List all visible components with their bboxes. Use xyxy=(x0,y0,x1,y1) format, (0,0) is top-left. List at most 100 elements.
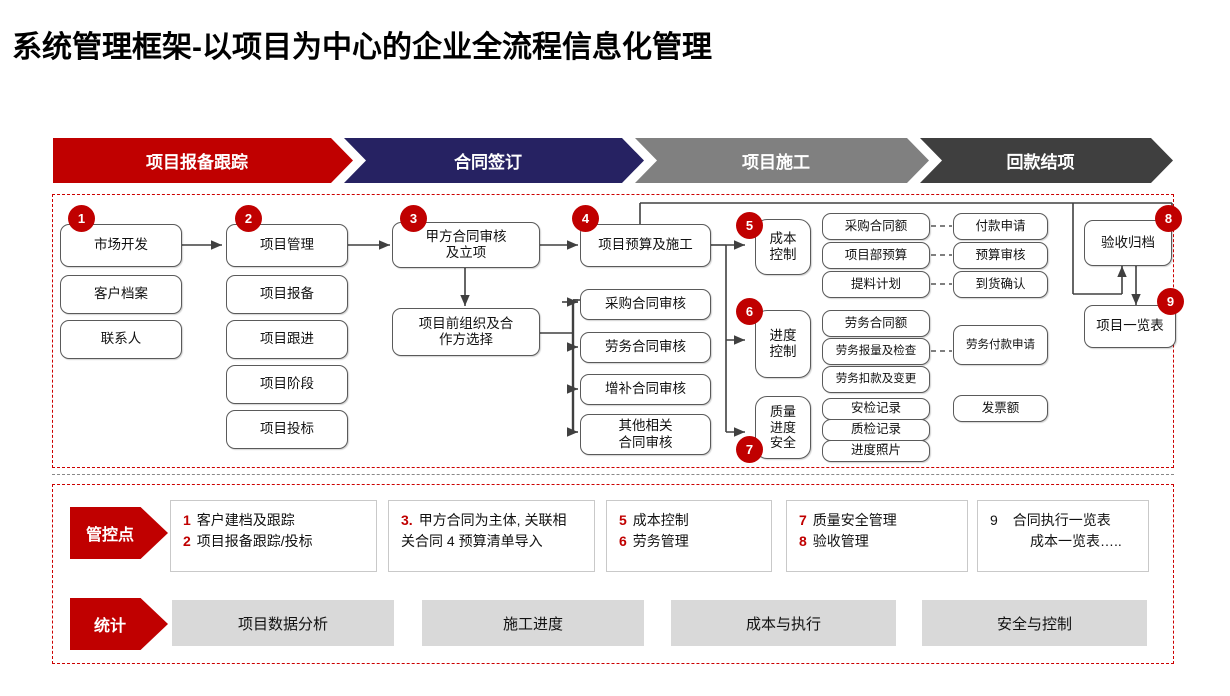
node-label: 发票额 xyxy=(981,400,1020,415)
badge-4: 4 xyxy=(572,205,599,232)
node-label-line1: 甲方合同审核 xyxy=(425,228,507,244)
phase-chevron-3[interactable]: 项目施工 xyxy=(635,138,929,183)
node-jinduzhaopian[interactable]: 进度照片 xyxy=(822,440,930,462)
control-point-line: 成本一览表….. xyxy=(990,531,1136,552)
stat-box-label: 项目数据分析 xyxy=(237,615,328,633)
control-point-text: 关合同 4 预算清单导入 xyxy=(401,533,543,549)
control-point-number: 1 xyxy=(183,512,191,528)
control-point-number: 9 xyxy=(990,512,998,528)
node-xiangmugenjin[interactable]: 项目跟进 xyxy=(226,320,348,359)
stat-box-2[interactable]: 施工进度 xyxy=(422,600,644,646)
control-point-line: 3. 甲方合同为主体, 关联相 xyxy=(401,510,582,531)
node-laowuhetonge[interactable]: 劳务合同额 xyxy=(822,310,930,337)
node-label: 劳务付款申请 xyxy=(966,338,1035,351)
node-label: 增补合同审核 xyxy=(605,381,686,397)
control-point-number: 6 xyxy=(619,533,627,549)
node-caigouhetongshenhe[interactable]: 采购合同审核 xyxy=(580,289,711,320)
node-caigouhetonge[interactable]: 采购合同额 xyxy=(822,213,930,240)
control-point-box-3[interactable]: 5 成本控制 6 劳务管理 xyxy=(606,500,772,572)
node-label: 安检记录 xyxy=(850,401,901,416)
node-laowukoukuanjibiangeng[interactable]: 劳务扣款及变更 xyxy=(822,366,930,393)
node-label-line3: 安全 xyxy=(769,435,796,451)
phase-chevron-2[interactable]: 合同签订 xyxy=(344,138,644,183)
badge-5: 5 xyxy=(736,212,763,239)
node-lianxiren[interactable]: 联系人 xyxy=(60,320,182,359)
node-label: 项目管理 xyxy=(260,237,314,253)
badge-1: 1 xyxy=(68,205,95,232)
node-daohuoqueren[interactable]: 到货确认 xyxy=(953,271,1048,298)
node-label-line2: 控制 xyxy=(769,344,797,359)
node-label-line1: 项目前组织及合 xyxy=(418,315,514,331)
node-laowuhetongshenhe[interactable]: 劳务合同审核 xyxy=(580,332,711,363)
node-label: 付款申请 xyxy=(975,218,1026,233)
control-point-number: 7 xyxy=(799,512,807,528)
node-xiangmubuyusuan[interactable]: 项目部预算 xyxy=(822,242,930,269)
node-anjianjilu[interactable]: 安检记录 xyxy=(822,398,930,420)
control-point-text: 验收管理 xyxy=(812,533,869,549)
node-fapiaoe[interactable]: 发票额 xyxy=(953,395,1048,422)
node-jindukongzhi[interactable]: 进度 控制 xyxy=(755,310,811,378)
badge-6: 6 xyxy=(736,298,763,325)
node-zhijianjilu[interactable]: 质检记录 xyxy=(822,419,930,441)
node-xiangmujieduan[interactable]: 项目阶段 xyxy=(226,365,348,404)
control-points-tag-label: 管控点 xyxy=(85,527,134,544)
control-point-line: 1 客户建档及跟踪 xyxy=(183,510,364,531)
control-point-number: 2 xyxy=(183,533,191,549)
control-point-text: 合同执行一览表 xyxy=(1012,512,1111,528)
phase-chevron-2-label: 合同签订 xyxy=(454,153,522,172)
bottom-panel-region xyxy=(52,484,1174,664)
node-tiliaojihua[interactable]: 提料计划 xyxy=(822,271,930,298)
node-xiangmuqianzuzhi[interactable]: 项目前组织及合 作方选择 xyxy=(392,308,540,356)
stat-box-label: 施工进度 xyxy=(502,615,563,633)
node-label-line2: 及立项 xyxy=(445,245,487,260)
node-label: 提料计划 xyxy=(850,276,901,291)
node-zhiliangjinduanquan[interactable]: 质量 进度 安全 xyxy=(755,396,811,459)
node-xiangmuyusuanjishigong[interactable]: 项目预算及施工 xyxy=(580,224,711,267)
node-label-line2: 合同审核 xyxy=(618,434,673,450)
phase-chevron-1[interactable]: 项目报备跟踪 xyxy=(53,138,353,183)
node-label-line1: 其他相关 xyxy=(618,418,673,434)
node-kehudangan[interactable]: 客户档案 xyxy=(60,275,182,314)
node-label: 项目阶段 xyxy=(260,376,314,392)
node-label-line1: 成本 xyxy=(769,230,797,246)
control-point-box-1[interactable]: 1 客户建档及跟踪 2 项目报备跟踪/投标 xyxy=(170,500,377,572)
badge-7: 7 xyxy=(736,436,763,463)
section-separator xyxy=(52,474,1174,475)
node-qitaxiangguanhetongshenhe[interactable]: 其他相关 合同审核 xyxy=(580,414,711,455)
statistics-tag-label: 统计 xyxy=(93,618,126,635)
page-title: 系统管理框架-以项目为中心的企业全流程信息化管理 xyxy=(12,31,712,64)
control-point-text: 成本控制 xyxy=(632,512,689,528)
phase-chevron-4[interactable]: 回款结项 xyxy=(920,138,1173,183)
node-label: 采购合同额 xyxy=(844,218,908,233)
stat-box-4[interactable]: 安全与控制 xyxy=(922,600,1147,646)
node-chengbenkongzhi[interactable]: 成本 控制 xyxy=(755,219,811,275)
control-point-box-5[interactable]: 9 合同执行一览表 成本一览表….. xyxy=(977,500,1149,572)
node-label: 预算审核 xyxy=(975,247,1026,262)
node-label: 项目预算及施工 xyxy=(598,237,693,253)
stat-box-label: 安全与控制 xyxy=(996,615,1072,633)
stat-box-1[interactable]: 项目数据分析 xyxy=(172,600,394,646)
node-label: 联系人 xyxy=(100,331,142,347)
stat-box-3[interactable]: 成本与执行 xyxy=(671,600,896,646)
node-laowubaoliangjijiancha[interactable]: 劳务报量及检查 xyxy=(822,338,930,365)
node-yusuanshenhe[interactable]: 预算审核 xyxy=(953,242,1048,269)
node-yanshouguidang[interactable]: 验收归档 xyxy=(1084,220,1172,266)
node-label: 项目部预算 xyxy=(844,247,908,262)
node-laowufukuanshenqing[interactable]: 劳务付款申请 xyxy=(953,325,1048,365)
node-label-line2: 进度 xyxy=(769,419,796,435)
control-point-number: 5 xyxy=(619,512,627,528)
node-xiangmutoubiao[interactable]: 项目投标 xyxy=(226,410,348,449)
node-fukuanshenqing[interactable]: 付款申请 xyxy=(953,213,1048,240)
badge-9: 9 xyxy=(1157,288,1184,315)
control-point-box-2[interactable]: 3. 甲方合同为主体, 关联相 关合同 4 预算清单导入 xyxy=(388,500,595,572)
node-zengbuhetongshenhe[interactable]: 增补合同审核 xyxy=(580,374,711,405)
node-label: 到货确认 xyxy=(975,276,1026,291)
control-point-box-4[interactable]: 7 质量安全管理 8 验收管理 xyxy=(786,500,968,572)
node-xiangmuyilanbiao[interactable]: 项目一览表 xyxy=(1084,305,1176,348)
control-point-line: 关合同 4 预算清单导入 xyxy=(401,531,582,552)
control-point-number: 3. xyxy=(401,512,413,528)
control-point-text: 甲方合同为主体, 关联相 xyxy=(418,512,567,528)
control-point-text: 劳务管理 xyxy=(632,533,689,549)
node-xiangmubaobei[interactable]: 项目报备 xyxy=(226,275,348,314)
control-point-number: 8 xyxy=(799,533,807,549)
